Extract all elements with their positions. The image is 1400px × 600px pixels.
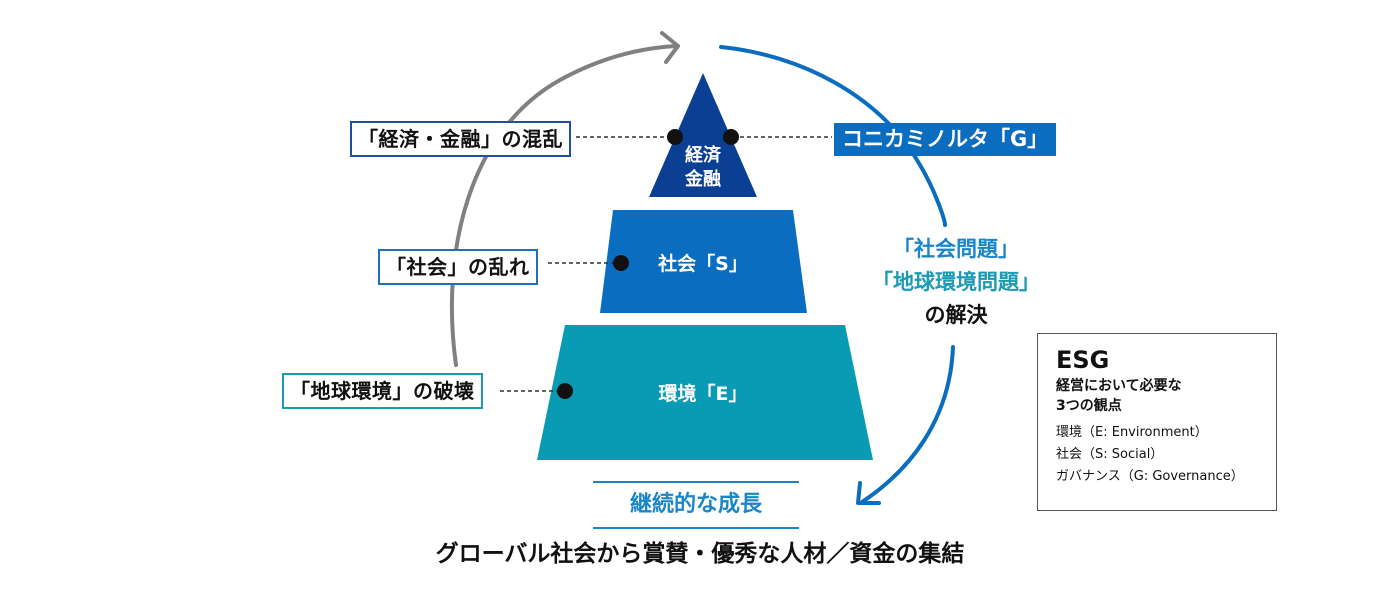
esg-subtitle-line1: 経営において必要な: [1056, 378, 1182, 394]
dot-company: [723, 129, 739, 145]
label-society-disorder: 「社会」の乱れ: [378, 249, 538, 285]
solve-social-issues: 「社会問題」: [893, 237, 1019, 261]
label-economy-disorder: 「経済・金融」の混乱: [350, 121, 571, 157]
solve-environment-issues: 「地球環境問題」: [872, 270, 1040, 294]
dot-society: [613, 255, 629, 271]
blue-arrowhead-icon: [856, 481, 881, 505]
pyramid-tier-governance: [649, 73, 757, 197]
esg-subtitle: 経営において必要な 3つの観点: [1056, 376, 1276, 416]
label-environment-destruction: 「地球環境」の破壊: [282, 373, 483, 409]
esg-subtitle-line2: 3つの観点: [1056, 398, 1122, 414]
gray-cycle-arc: [449, 44, 678, 367]
tier-label-governance-line1: 経済: [685, 145, 721, 166]
dot-environment: [557, 383, 573, 399]
solve-resolution: の解決: [924, 303, 988, 327]
company-g-badge: コニカミノルタ「G」: [834, 123, 1057, 156]
dot-economy: [667, 129, 683, 145]
esg-item-social: 社会（S: Social）: [1056, 447, 1164, 462]
esg-list: 環境（E: Environment） 社会（S: Social） ガバナンス（G…: [1056, 422, 1276, 488]
tier-label-governance-line2: 金融: [685, 169, 721, 190]
gray-arrowhead-icon: [660, 31, 680, 64]
esg-item-governance: ガバナンス（G: Governance）: [1056, 469, 1244, 484]
esg-legend-box: ESG 経営において必要な 3つの観点 環境（E: Environment） 社…: [1037, 333, 1277, 511]
sustained-growth-label: 継続的な成長: [593, 481, 799, 529]
pyramid-tier-environment: [537, 325, 873, 460]
tier-label-environment: 環境「E」: [658, 383, 748, 405]
esg-item-environment: 環境（E: Environment）: [1056, 425, 1208, 440]
problem-solving-text: 「社会問題」 「地球環境問題」 の解決: [838, 233, 1074, 332]
tier-label-governance: 経済 金融: [663, 144, 743, 192]
esg-title: ESG: [1056, 346, 1110, 374]
pyramid-tier-social: [600, 210, 807, 313]
blue-cycle-arc-lower: [860, 345, 955, 504]
tier-label-social: 社会「S」: [658, 253, 748, 275]
tagline: グローバル社会から賞賛・優秀な人材／資金の集結: [435, 541, 965, 567]
